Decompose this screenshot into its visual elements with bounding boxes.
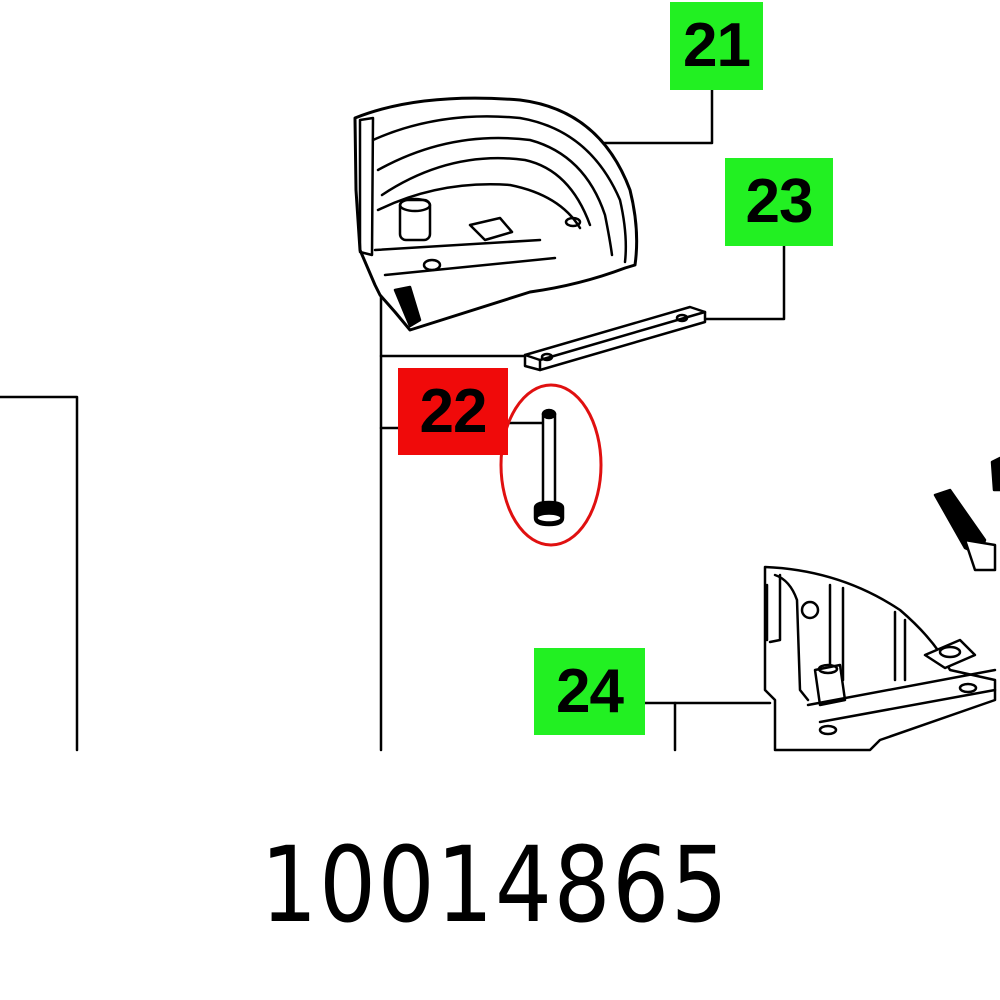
quarter-round-housing-icon[interactable] [353, 96, 639, 332]
callout-21[interactable]: 21 [670, 2, 763, 90]
clip-hardware-icon [933, 456, 1000, 572]
leader-lines [0, 88, 786, 752]
highlight-ring [499, 383, 603, 547]
callout-23[interactable]: 23 [725, 158, 833, 246]
flat-bar-plate-icon[interactable] [523, 305, 707, 372]
callout-24[interactable]: 24 [534, 648, 645, 735]
part-number: 10014865 [260, 824, 730, 946]
bracket-housing-icon[interactable] [763, 565, 997, 752]
socket-head-screw-icon[interactable] [533, 408, 565, 527]
callout-22-selected[interactable]: 22 [398, 368, 508, 455]
